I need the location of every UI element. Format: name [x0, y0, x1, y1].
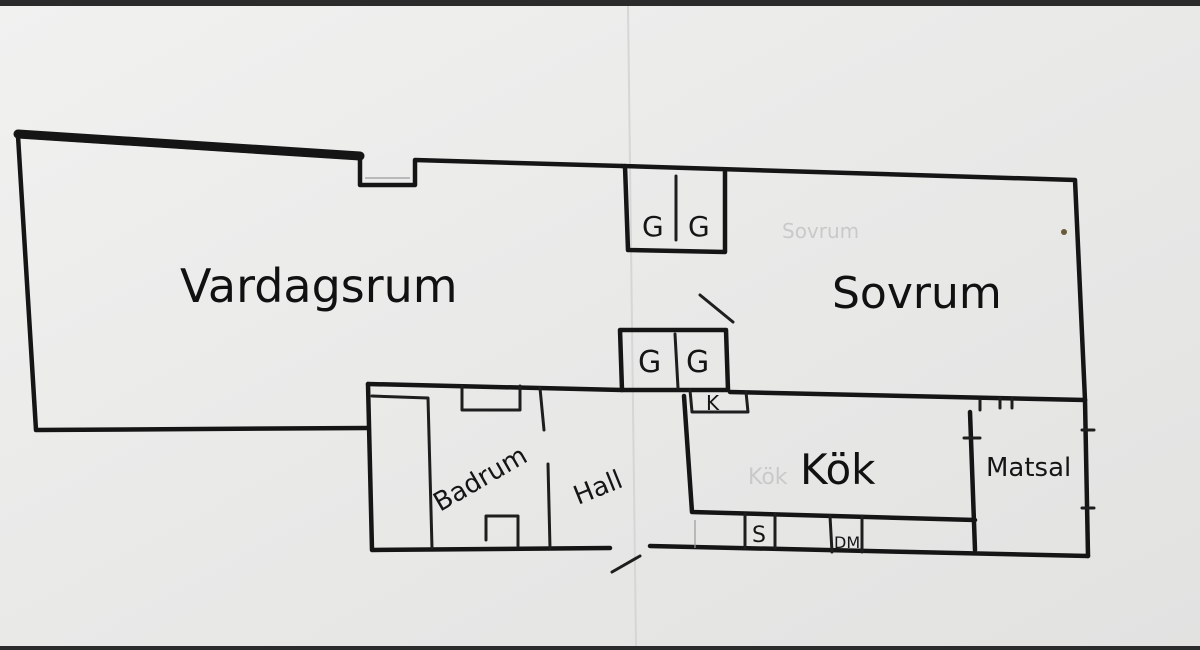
closet-label-mid-right: G: [686, 345, 709, 380]
room-label-kok: Kök: [800, 445, 876, 494]
closet-label-top-right: G: [688, 210, 710, 243]
room-label-kok-ghost: Kök: [748, 465, 788, 490]
fixture-label-s: S: [752, 523, 766, 548]
closet-label-mid-left: G: [638, 345, 661, 380]
paper-sheet: [0, 6, 1200, 646]
room-label-matsal: Matsal: [986, 453, 1071, 483]
dining-walls: [962, 397, 1096, 559]
room-label-sovrum: Sovrum: [832, 268, 1002, 319]
room-label-sovrum-ghost: Sovrum: [782, 219, 859, 243]
bedroom-walls: [619, 163, 1088, 412]
hall-walls: [610, 543, 1091, 574]
closet-middle: [617, 327, 750, 414]
living-room-walls: [13, 129, 625, 433]
fixture-label-dm: DM: [834, 533, 860, 552]
closet-top: [622, 163, 728, 255]
closet-label-top-left: G: [642, 210, 664, 243]
room-label-vardagsrum: Vardagsrum: [180, 259, 458, 313]
bathroom-walls: [365, 381, 625, 553]
fixture-label-k: K: [706, 391, 720, 415]
kitchen-walls: [681, 393, 978, 554]
paper-fold: [627, 5, 637, 647]
ink-dot: [1061, 229, 1067, 235]
